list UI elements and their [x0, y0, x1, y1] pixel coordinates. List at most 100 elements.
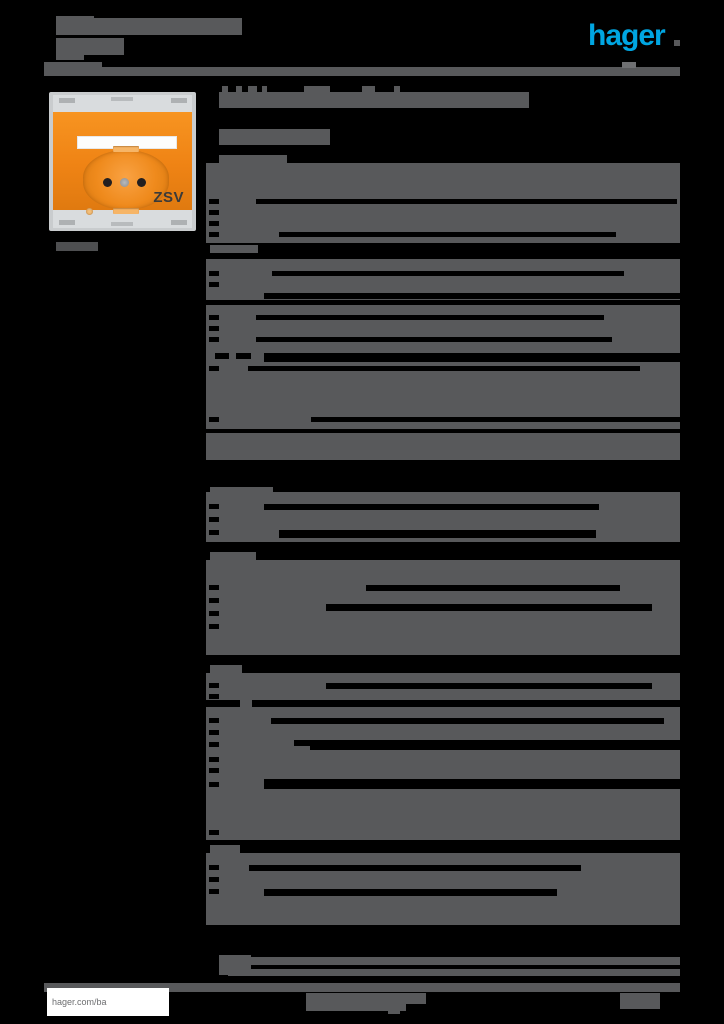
row-gap [248, 366, 640, 371]
page-title [219, 92, 529, 108]
row-gap [236, 353, 251, 359]
row-gap [209, 598, 219, 603]
section-body-4 [206, 372, 680, 470]
row-gap [209, 504, 219, 509]
footnote-line1 [228, 957, 680, 965]
row-gap [215, 353, 229, 359]
row-gap [209, 742, 219, 747]
section-body-2 [206, 253, 680, 300]
product-image: ZSV [49, 92, 196, 231]
footer-url-badge[interactable]: hager.com/ba [47, 988, 169, 1016]
center-pin [120, 178, 129, 187]
page-subtitle [219, 129, 330, 145]
trademark-mark-icon [674, 40, 680, 46]
row-gap [209, 865, 219, 870]
row-gap [209, 877, 219, 882]
row-gap [209, 232, 219, 237]
footer-center-text [306, 993, 426, 1004]
header-rule [44, 67, 680, 76]
row-gap [256, 337, 612, 342]
row-gap [209, 326, 219, 331]
section-body-9 [206, 853, 680, 925]
row-gap [264, 293, 680, 299]
row-gap [326, 604, 652, 611]
row-gap [209, 271, 219, 276]
row-gap [209, 611, 219, 616]
section-heading-6 [210, 552, 256, 560]
row-gap [209, 889, 219, 894]
row-gap [209, 282, 219, 287]
section-heading-2 [210, 245, 258, 253]
zsv-marking: ZSV [153, 189, 184, 206]
frame-notch-bottom [111, 222, 133, 226]
hager-logo: hager [588, 21, 680, 52]
row-gap [217, 463, 271, 470]
footer-center-mark [388, 1004, 400, 1014]
row-gap [209, 585, 219, 590]
frame-notch-top [111, 97, 133, 101]
row-gap [206, 460, 680, 470]
row-gap [249, 865, 581, 871]
section-body-5 [206, 492, 680, 542]
earth-contact-top [113, 146, 139, 152]
mounting-claw-bottom-right [171, 220, 187, 225]
header-rule-cap [44, 62, 102, 68]
header-title-line2 [56, 38, 124, 55]
mounting-claw-top-left [59, 98, 75, 103]
row-gap [209, 417, 219, 422]
page-header-title [56, 16, 246, 62]
row-gap [209, 199, 219, 204]
footnote-line2 [228, 969, 680, 976]
row-gap [272, 271, 624, 276]
row-gap [264, 504, 599, 510]
row-gap [252, 700, 680, 707]
section-heading-4 [210, 487, 273, 495]
row-gap [271, 718, 664, 724]
row-gap [264, 353, 680, 362]
section-body-1 [206, 163, 680, 243]
row-gap [279, 232, 616, 237]
row-gap [209, 768, 219, 773]
row-gap [206, 253, 272, 259]
row-gap [209, 718, 219, 723]
row-gap [209, 221, 219, 226]
section-body-7 [206, 673, 680, 700]
row-gap [264, 779, 680, 789]
row-gap [209, 730, 219, 735]
row-gap [209, 757, 219, 762]
row-gap [366, 585, 620, 591]
section-heading-7 [210, 665, 242, 673]
socket-hole-right [137, 178, 146, 187]
row-gap [279, 530, 596, 538]
row-gap [209, 366, 219, 371]
row-gap [311, 417, 680, 422]
row-gap [310, 740, 680, 750]
row-gap [256, 315, 604, 320]
indicator-lamp-icon [86, 208, 93, 215]
section-heading-1 [219, 155, 287, 163]
row-gap [209, 624, 219, 629]
socket-faceplate: ZSV [53, 112, 192, 215]
row-gap [209, 830, 219, 835]
row-gap [209, 315, 219, 320]
header-title-line2-descender [56, 52, 84, 60]
row-gap [272, 253, 680, 259]
earth-contact-bottom [113, 208, 139, 214]
row-gap [264, 889, 557, 896]
row-gap [326, 683, 652, 689]
section-body-3 [206, 305, 680, 372]
footer-page-number [620, 993, 660, 1009]
mounting-claw-top-right [171, 98, 187, 103]
footer-rule [44, 983, 680, 992]
row-gap [256, 199, 677, 204]
socket-frame-top [53, 95, 192, 114]
row-gap [209, 530, 219, 535]
section-body-8 [206, 700, 680, 840]
footer-center-text-second-line [306, 1004, 406, 1011]
product-image-caption [56, 242, 98, 251]
row-gap [209, 683, 219, 688]
section-heading-9 [210, 845, 240, 853]
row-gap [209, 517, 219, 522]
row-gap [209, 694, 219, 699]
